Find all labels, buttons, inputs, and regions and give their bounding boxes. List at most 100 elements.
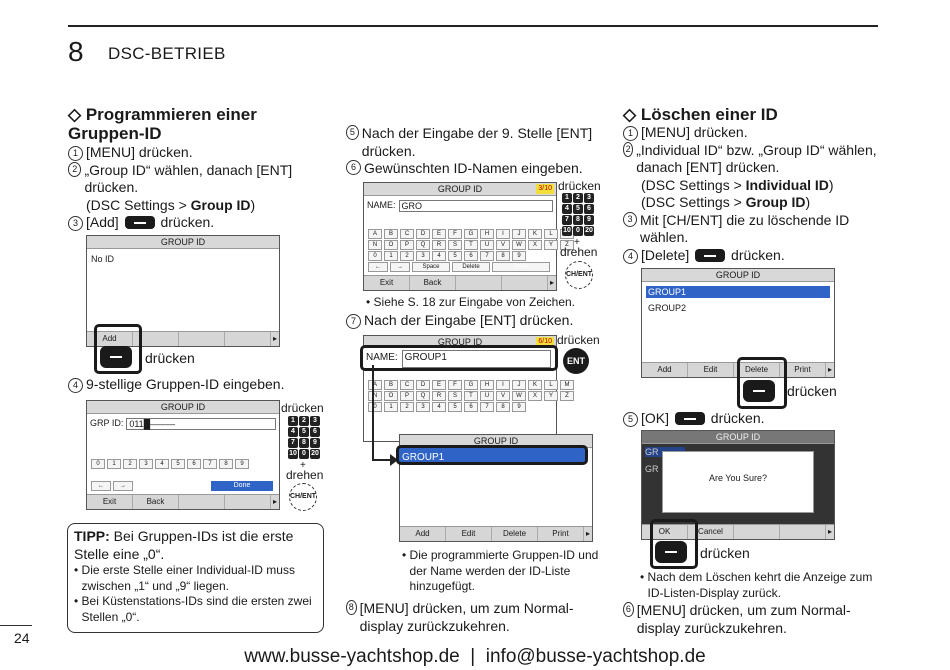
key[interactable]: 6 bbox=[187, 459, 201, 469]
key[interactable]: O bbox=[384, 240, 398, 250]
key[interactable]: G bbox=[464, 229, 478, 239]
key[interactable]: 2 bbox=[123, 459, 137, 469]
key[interactable]: X bbox=[528, 240, 542, 250]
key[interactable]: X bbox=[528, 391, 542, 401]
key[interactable]: C bbox=[400, 229, 414, 239]
done-key[interactable]: Done bbox=[211, 481, 273, 491]
list-item-group1[interactable]: GROUP1 bbox=[646, 286, 830, 298]
key[interactable]: 3 bbox=[416, 402, 430, 412]
key[interactable]: Y bbox=[544, 391, 558, 401]
key[interactable]: 0 bbox=[368, 402, 382, 412]
key[interactable]: A bbox=[368, 229, 382, 239]
key[interactable]: L bbox=[544, 229, 558, 239]
cancel-softkey[interactable]: Cancel bbox=[688, 525, 734, 539]
exit-softkey[interactable]: Exit bbox=[364, 276, 410, 290]
ok-softkey[interactable]: OK bbox=[642, 525, 688, 539]
key[interactable]: W bbox=[512, 240, 526, 250]
space-key[interactable]: Space bbox=[412, 262, 450, 272]
key[interactable]: 1 bbox=[384, 402, 398, 412]
key[interactable]: Z bbox=[560, 391, 574, 401]
key[interactable]: N bbox=[368, 391, 382, 401]
key[interactable]: V bbox=[496, 391, 510, 401]
add-softkey[interactable]: Add bbox=[642, 363, 688, 377]
add-softkey[interactable]: Add bbox=[87, 332, 133, 346]
key[interactable]: 7 bbox=[480, 402, 494, 412]
key[interactable]: 6 bbox=[464, 402, 478, 412]
key[interactable]: O bbox=[384, 391, 398, 401]
key[interactable]: 5 bbox=[171, 459, 185, 469]
key[interactable]: 4 bbox=[432, 251, 446, 261]
back-softkey[interactable]: Back bbox=[133, 495, 179, 509]
key[interactable]: 9 bbox=[512, 402, 526, 412]
key[interactable]: 7 bbox=[480, 251, 494, 261]
name-field[interactable]: GROUP1 bbox=[401, 350, 551, 368]
key[interactable]: 4 bbox=[432, 402, 446, 412]
key[interactable]: B bbox=[384, 380, 398, 390]
key[interactable]: D bbox=[416, 229, 430, 239]
key[interactable]: 0 bbox=[91, 459, 105, 469]
key[interactable]: A bbox=[368, 380, 382, 390]
key[interactable]: 1 bbox=[107, 459, 121, 469]
list-item-group2[interactable]: GROUP2 bbox=[648, 303, 687, 313]
key[interactable]: 6 bbox=[464, 251, 478, 261]
key[interactable]: Y bbox=[544, 240, 558, 250]
key[interactable]: 3 bbox=[139, 459, 153, 469]
key[interactable]: R bbox=[432, 391, 446, 401]
key[interactable]: M bbox=[560, 380, 574, 390]
edit-softkey[interactable]: Edit bbox=[446, 527, 492, 541]
key[interactable]: 5 bbox=[448, 402, 462, 412]
key[interactable]: U bbox=[480, 391, 494, 401]
back-softkey[interactable]: Back bbox=[410, 276, 456, 290]
key[interactable]: 2 bbox=[400, 402, 414, 412]
name-field[interactable]: GRO bbox=[398, 200, 553, 212]
key[interactable]: W bbox=[512, 391, 526, 401]
key[interactable]: H bbox=[480, 380, 494, 390]
key[interactable]: V bbox=[496, 240, 510, 250]
key[interactable]: 4 bbox=[155, 459, 169, 469]
key[interactable]: C bbox=[400, 380, 414, 390]
key[interactable]: T bbox=[464, 240, 478, 250]
key[interactable]: I bbox=[496, 380, 510, 390]
key[interactable]: T bbox=[464, 391, 478, 401]
key[interactable]: J bbox=[512, 380, 526, 390]
key[interactable]: P bbox=[400, 391, 414, 401]
key[interactable]: H bbox=[480, 229, 494, 239]
key[interactable]: 1 bbox=[384, 251, 398, 261]
key[interactable]: 8 bbox=[219, 459, 233, 469]
key[interactable]: F bbox=[448, 229, 462, 239]
exit-softkey[interactable]: Exit bbox=[87, 495, 133, 509]
key[interactable]: 3 bbox=[416, 251, 430, 261]
delete-key[interactable]: Delete bbox=[452, 262, 490, 272]
key[interactable]: 8 bbox=[496, 402, 510, 412]
key[interactable]: G bbox=[464, 380, 478, 390]
key[interactable]: B bbox=[384, 229, 398, 239]
key[interactable]: N bbox=[368, 240, 382, 250]
list-item-group1[interactable]: GROUP1 bbox=[396, 445, 588, 465]
key[interactable]: J bbox=[512, 229, 526, 239]
key[interactable]: L bbox=[544, 380, 558, 390]
key[interactable]: R bbox=[432, 240, 446, 250]
key[interactable]: 7 bbox=[203, 459, 217, 469]
grp-id-field[interactable]: 011█––––– bbox=[126, 418, 276, 430]
print-softkey[interactable]: Print bbox=[780, 363, 826, 377]
done-key[interactable]: Done bbox=[492, 262, 550, 272]
key[interactable]: F bbox=[448, 380, 462, 390]
add-softkey[interactable]: Add bbox=[400, 527, 446, 541]
key[interactable]: D bbox=[416, 380, 430, 390]
key[interactable]: 2 bbox=[400, 251, 414, 261]
key[interactable]: P bbox=[400, 240, 414, 250]
edit-softkey[interactable]: Edit bbox=[688, 363, 734, 377]
key[interactable]: E bbox=[432, 380, 446, 390]
delete-softkey[interactable]: Delete bbox=[734, 363, 780, 377]
key[interactable]: K bbox=[528, 380, 542, 390]
key[interactable]: 9 bbox=[512, 251, 526, 261]
key[interactable]: 8 bbox=[496, 251, 510, 261]
key[interactable]: U bbox=[480, 240, 494, 250]
key[interactable]: S bbox=[448, 391, 462, 401]
key[interactable]: Z bbox=[560, 240, 574, 250]
key[interactable]: E bbox=[432, 229, 446, 239]
key[interactable]: 5 bbox=[448, 251, 462, 261]
key[interactable]: Q bbox=[416, 391, 430, 401]
key[interactable]: 0 bbox=[368, 251, 382, 261]
key[interactable]: 9 bbox=[235, 459, 249, 469]
